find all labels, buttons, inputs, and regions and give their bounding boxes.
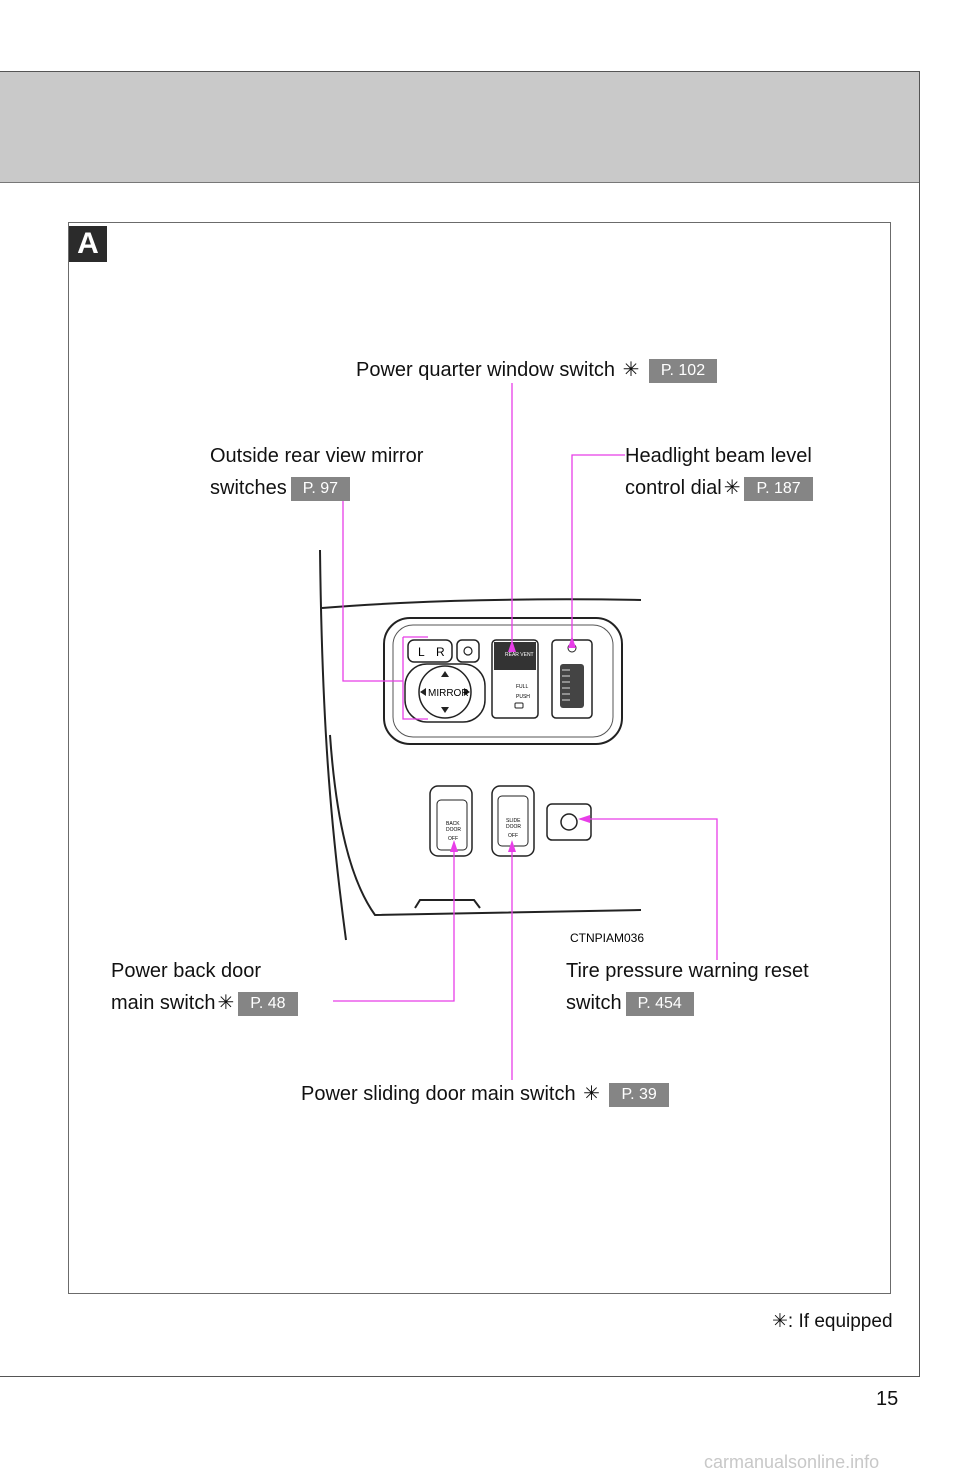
rear-vent-push: PUSH	[516, 694, 530, 700]
if-equipped-star-icon: ✳	[583, 1083, 600, 1105]
mirror-selector-r: R	[436, 645, 445, 659]
illustration-panel	[68, 222, 891, 1294]
illustration-code: CTNPIAM036	[570, 931, 644, 945]
mirror-selector-l: L	[418, 645, 425, 659]
if-equipped-star-icon: ✳	[723, 477, 741, 499]
back-door-label-3: OFF	[448, 836, 458, 842]
page-ref-mirror[interactable]: P. 97	[290, 476, 350, 501]
page-ref-tire[interactable]: P. 454	[625, 991, 694, 1016]
mirror-label: MIRROR	[428, 688, 469, 699]
callout-power-quarter-window: Power quarter window switch ✳ P. 102	[356, 354, 718, 386]
slide-door-label-1: SLIDE	[506, 818, 521, 824]
back-door-label-2: DOOR	[446, 827, 461, 833]
footnote-star-icon: ✳	[772, 1311, 788, 1332]
rear-vent-full: FULL	[516, 684, 528, 690]
callout-power-back-door: Power back door main switch✳P. 48	[111, 955, 298, 1019]
page-frame-bottom	[0, 1376, 920, 1377]
callout-leader-lines	[333, 383, 718, 1080]
page-number: 15	[876, 1388, 899, 1410]
page-ref-sliding-door[interactable]: P. 39	[609, 1082, 669, 1107]
section-letter-badge: A	[69, 226, 107, 262]
back-door-label-1: BACK	[446, 821, 460, 827]
callout-headlight-dial: Headlight beam level control dial✳P. 187	[625, 445, 813, 501]
slide-door-label-2: DOOR	[506, 824, 521, 830]
page-frame-top	[0, 71, 920, 72]
header-band	[0, 72, 919, 183]
page-ref-quarter-window[interactable]: P. 102	[648, 358, 718, 383]
page-ref-back-door[interactable]: P. 48	[238, 991, 298, 1016]
callout-power-sliding-door: Power sliding door main switch ✳ P. 39	[301, 1078, 669, 1110]
if-equipped-star-icon: ✳	[622, 359, 640, 381]
if-equipped-star-icon: ✳	[217, 992, 235, 1014]
watermark: carmanualsonline.info	[704, 1452, 880, 1472]
page-frame-right	[919, 71, 920, 1377]
if-equipped-footnote: ✳: If equipped	[772, 1311, 893, 1332]
rear-vent-label: REAR VENT	[505, 652, 534, 658]
slide-door-label-3: OFF	[508, 833, 518, 839]
page-ref-headlight[interactable]: P. 187	[744, 476, 813, 501]
